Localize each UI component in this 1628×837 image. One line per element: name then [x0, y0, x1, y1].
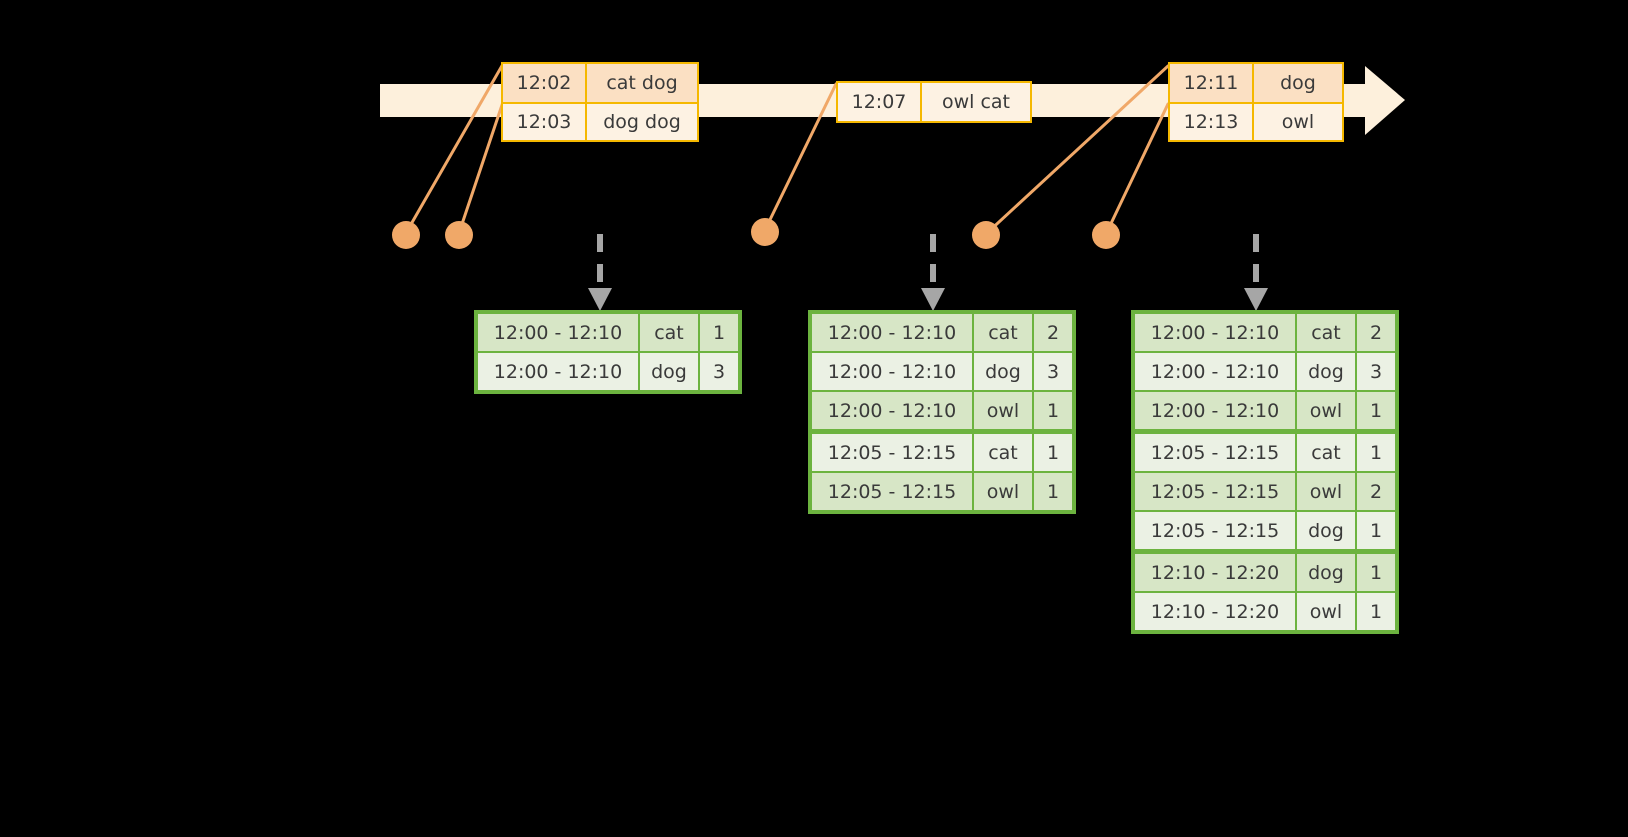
count-cell: 1: [1357, 593, 1395, 630]
event-words: dog: [1280, 72, 1316, 94]
count-cell: 2: [1357, 473, 1395, 510]
key-cell: cat: [974, 314, 1032, 351]
event-row[interactable]: 12:03 dog dog: [503, 102, 697, 140]
event-time: 12:02: [503, 64, 587, 102]
event-words: owl: [1281, 111, 1315, 133]
event-group-1[interactable]: 12:02 cat dog 12:03 dog dog: [501, 62, 699, 142]
event-row[interactable]: 12:02 cat dog: [503, 64, 697, 102]
event-words: dog dog: [603, 111, 681, 133]
count-cell: 1: [700, 314, 738, 351]
key-cell: dog: [640, 353, 698, 390]
window-cell: 12:00 - 12:10: [812, 392, 972, 429]
event-group-3[interactable]: 12:11 dog 12:13 owl: [1168, 62, 1344, 142]
key-cell: owl: [1297, 392, 1355, 429]
key-cell: dog: [974, 353, 1032, 390]
event-row[interactable]: 12:13 owl: [1170, 102, 1342, 140]
count-cell: 1: [1034, 473, 1072, 510]
window-cell: 12:05 - 12:15: [812, 434, 972, 471]
dot-12-07: [751, 218, 779, 246]
event-words: owl cat: [941, 91, 1011, 113]
window-cell: 12:10 - 12:20: [1135, 554, 1295, 591]
key-cell: cat: [1297, 434, 1355, 471]
event-time: 12:13: [1170, 104, 1254, 140]
count-cell: 1: [1357, 434, 1395, 471]
window-cell: 12:05 - 12:15: [1135, 512, 1295, 549]
key-cell: cat: [640, 314, 698, 351]
key-cell: owl: [974, 392, 1032, 429]
dashed-arrow-3: [1244, 234, 1268, 311]
count-cell: 1: [1357, 512, 1395, 549]
dot-12-11: [972, 221, 1000, 249]
key-cell: dog: [1297, 353, 1355, 390]
key-cell: owl: [974, 473, 1032, 510]
event-time: 12:03: [503, 104, 587, 140]
event-words: cat dog: [606, 72, 678, 94]
event-time: 12:07: [838, 83, 922, 121]
window-cell: 12:00 - 12:10: [812, 353, 972, 390]
count-cell: 3: [1357, 353, 1395, 390]
key-cell: dog: [1297, 512, 1355, 549]
event-time: 12:11: [1170, 64, 1254, 102]
key-cell: owl: [1297, 593, 1355, 630]
dashed-arrow-1: [588, 234, 612, 311]
window-cell: 12:00 - 12:10: [1135, 353, 1295, 390]
window-cell: 12:05 - 12:15: [1135, 473, 1295, 510]
window-cell: 12:00 - 12:10: [812, 314, 972, 351]
count-cell: 1: [1034, 392, 1072, 429]
count-cell: 1: [1357, 554, 1395, 591]
window-cell: 12:00 - 12:10: [478, 314, 638, 351]
count-cell: 3: [1034, 353, 1072, 390]
dot-12-13: [1092, 221, 1120, 249]
count-cell: 2: [1034, 314, 1072, 351]
count-cell: 1: [1357, 392, 1395, 429]
connector-dots: [392, 218, 1120, 249]
key-cell: dog: [1297, 554, 1355, 591]
count-cell: 3: [700, 353, 738, 390]
key-cell: owl: [1297, 473, 1355, 510]
event-row[interactable]: 12:11 dog: [1170, 64, 1342, 102]
window-cell: 12:00 - 12:10: [1135, 392, 1295, 429]
window-cell: 12:00 - 12:10: [478, 353, 638, 390]
count-cell: 1: [1034, 434, 1072, 471]
event-group-2[interactable]: 12:07 owl cat: [836, 81, 1032, 123]
dashed-arrow-2: [921, 234, 945, 311]
event-row[interactable]: 12:07 owl cat: [838, 83, 1030, 121]
dot-12-02: [392, 221, 420, 249]
key-cell: cat: [1297, 314, 1355, 351]
count-cell: 2: [1357, 314, 1395, 351]
window-cell: 12:05 - 12:15: [1135, 434, 1295, 471]
dashed-arrows: [588, 234, 1268, 311]
window-cell: 12:05 - 12:15: [812, 473, 972, 510]
dot-12-03: [445, 221, 473, 249]
window-cell: 12:00 - 12:10: [1135, 314, 1295, 351]
key-cell: cat: [974, 434, 1032, 471]
window-cell: 12:10 - 12:20: [1135, 593, 1295, 630]
